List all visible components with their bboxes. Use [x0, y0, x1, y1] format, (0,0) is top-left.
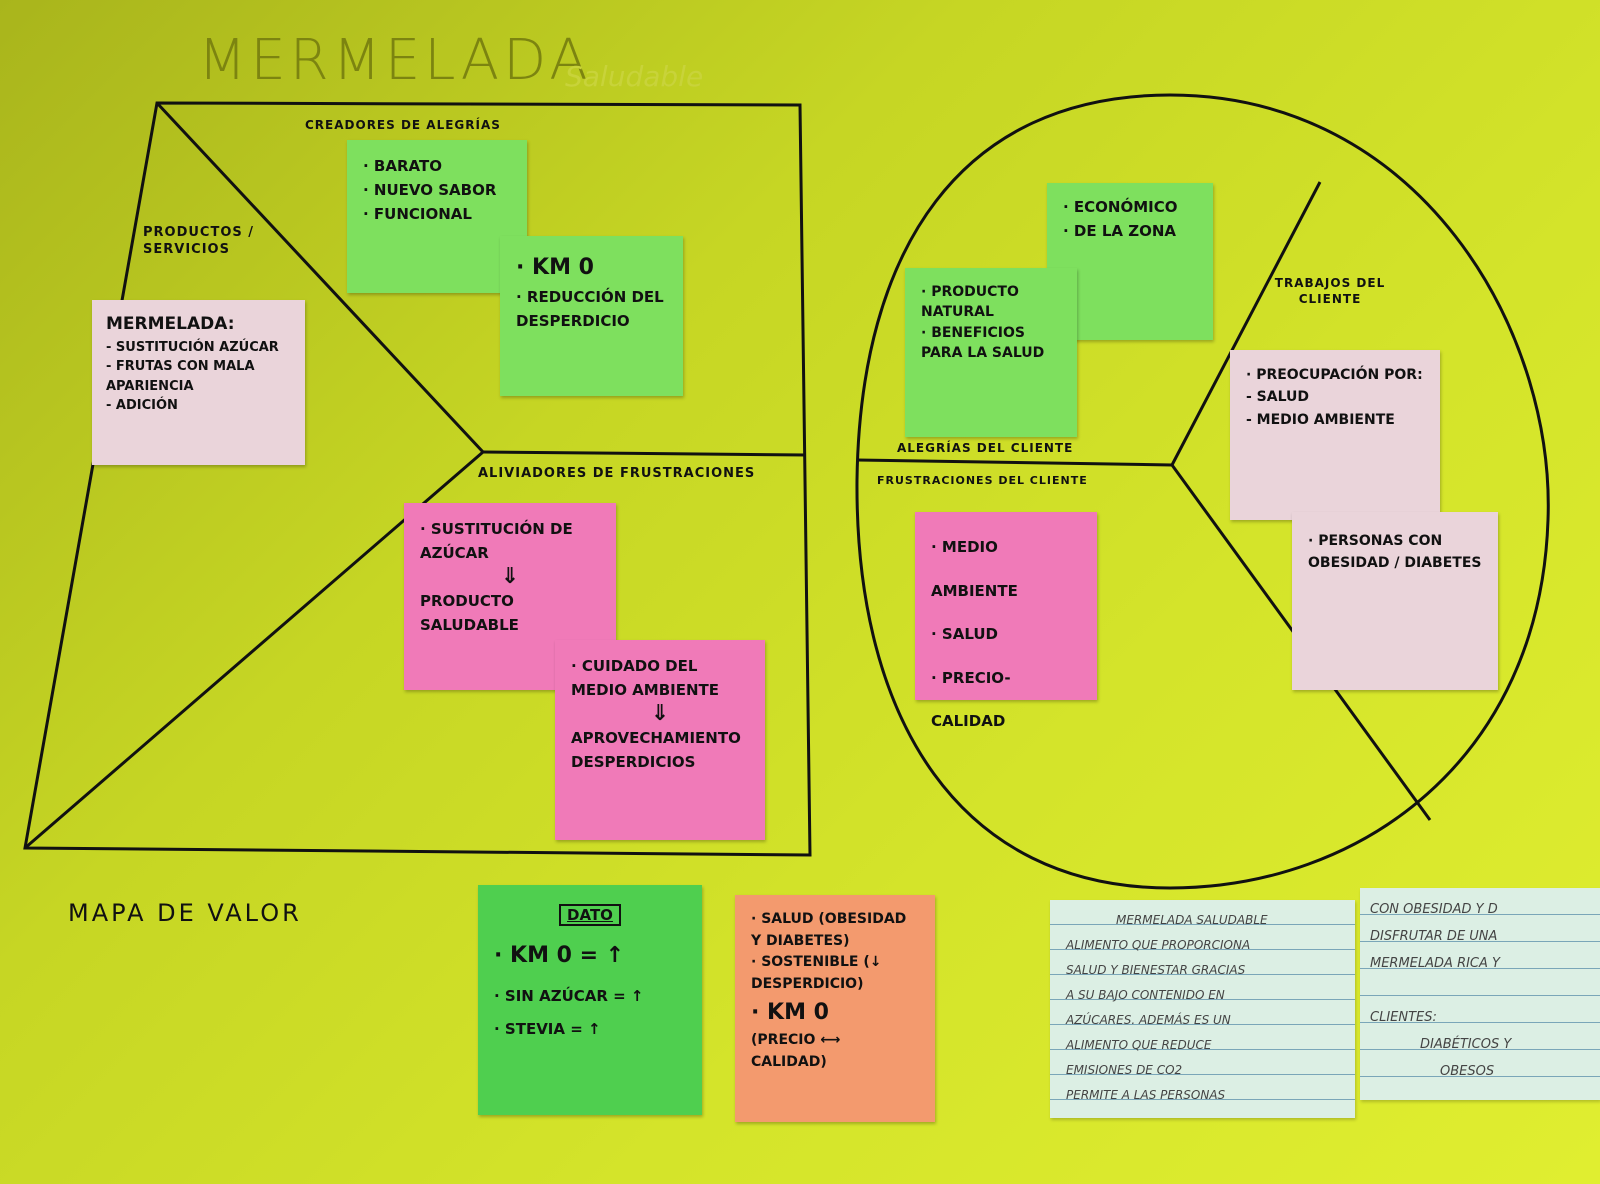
sticky-dato: DATO · km 0 = ↑ · sin azúcar = ↑ · stevi… [478, 885, 702, 1115]
note-line: (precio ⟷ calidad) [751, 1031, 841, 1070]
note-line: · Precio-calidad [931, 668, 1011, 731]
card-line: permite a las personas [1066, 1088, 1226, 1102]
label-alegrias: Alegrías del cliente [897, 441, 1074, 455]
note-line: · Preocupación por: [1246, 367, 1423, 383]
note-line: · Reducción del desperdicio [516, 288, 664, 331]
card-line: con obesidad y d [1370, 902, 1498, 917]
note-line: · Beneficios para la salud [921, 324, 1045, 361]
note-line: - Frutas con mala apariencia [106, 359, 255, 394]
card-line: Mermelada saludable [1116, 913, 1268, 927]
note-line: · Sostenible (↓ desperdicio) [751, 954, 882, 993]
sticky-productos: Mermelada: - Sustitución azúcar - Frutas… [92, 300, 305, 465]
note-line: · Salud (obesidad y diabetes) [751, 911, 907, 949]
label-frustraciones: Frustraciones del cliente [877, 474, 1088, 487]
note-line: · Funcional [363, 205, 472, 223]
arrow-down-icon: ⇓ [650, 701, 670, 726]
sticky-aliviadores-2: · Cuidado del medio ambiente ⇓ Aprovecha… [555, 640, 765, 840]
page-subtitle: Saludable [565, 60, 704, 93]
card-line: mermelada rica y [1370, 956, 1500, 971]
sticky-orange: · Salud (obesidad y diabetes) · Sostenib… [735, 895, 935, 1122]
card-line: azúcares. Además es un [1066, 1013, 1231, 1027]
card-line [1370, 977, 1590, 1004]
card-line: disfrutar de una [1370, 929, 1498, 944]
value-map-divider [482, 450, 807, 457]
note-line: · stevia = ↑ [494, 1020, 601, 1039]
note-line: - Sustitución azúcar [106, 339, 279, 355]
sticky-trabajos-2: · Personas con obesidad / diabetes [1292, 512, 1498, 690]
card-line: a su bajo contenido en [1066, 988, 1225, 1002]
label-trabajos: Trabajos del cliente [1274, 276, 1386, 306]
label-aliviadores: Aliviadores de frustraciones [478, 466, 756, 481]
sticky-alegrias-2: · Producto natural · Beneficios para la … [905, 268, 1077, 437]
sticky-frustraciones: · Medio ambiente · Salud · Precio-calida… [915, 512, 1097, 730]
value-map-square [23, 101, 812, 857]
profile-divider-left [856, 458, 1173, 467]
index-card-right: con obesidad y d disfrutar de una mermel… [1360, 888, 1600, 1100]
note-line: · km 0 [751, 999, 829, 1025]
label-creadores: Creadores de alegrías [305, 118, 501, 132]
sticky-trabajos-1: · Preocupación por: - Salud - Medio ambi… [1230, 350, 1440, 520]
note-line: · Salud [931, 625, 998, 643]
note-line: · Personas con obesidad / diabetes [1308, 533, 1482, 572]
note-line: · km 0 = ↑ [494, 943, 625, 968]
note-line: · sin azúcar = ↑ [494, 987, 644, 1006]
note-line: Mermelada: [106, 314, 235, 334]
label-mapa: Mapa de valor [68, 899, 302, 927]
note-line: · Sustitución de azúcar [420, 520, 573, 562]
card-line: salud y bienestar gracias [1066, 963, 1246, 977]
card-line: Alimento que proporciona [1066, 938, 1251, 952]
index-card-left: Mermelada saludable Alimento que proporc… [1050, 900, 1355, 1118]
card-line: Clientes: [1370, 1010, 1437, 1025]
arrow-down-icon: ⇓ [500, 564, 520, 589]
customer-profile-circle [855, 93, 1550, 890]
sticky-creadores-2: · km 0 · Reducción del desperdicio [500, 236, 683, 396]
card-line: diabéticos y [1420, 1037, 1512, 1052]
note-line: · Cuidado del medio ambiente [571, 657, 720, 699]
note-line: · Producto natural [921, 284, 1019, 321]
note-line: - Adición [106, 398, 178, 413]
note-line: - Salud [1246, 389, 1310, 406]
note-line: Producto saludable [420, 592, 519, 635]
note-line: · De la zona [1063, 222, 1177, 240]
note-line: · Económico [1063, 198, 1178, 216]
note-line: Aprovechamiento desperdicios [571, 729, 741, 772]
card-line: obesos [1440, 1064, 1495, 1079]
note-line: - Medio ambiente [1246, 411, 1395, 428]
note-line: · km 0 [516, 255, 594, 280]
label-productos: Productos / servicios [143, 225, 255, 257]
dato-heading: DATO [559, 904, 621, 926]
note-line: · Nuevo sabor [363, 181, 497, 199]
card-line: alimento que reduce [1066, 1038, 1212, 1052]
profile-divider-top [1170, 181, 1322, 466]
sticky-creadores-1: · Barato · Nuevo sabor · Funcional [347, 140, 527, 293]
card-line: emisiones de CO2 [1066, 1063, 1183, 1077]
note-line: · Barato [363, 157, 442, 175]
note-line: · Medio ambiente [931, 538, 1018, 600]
page-title: MERMELADA [198, 28, 592, 93]
